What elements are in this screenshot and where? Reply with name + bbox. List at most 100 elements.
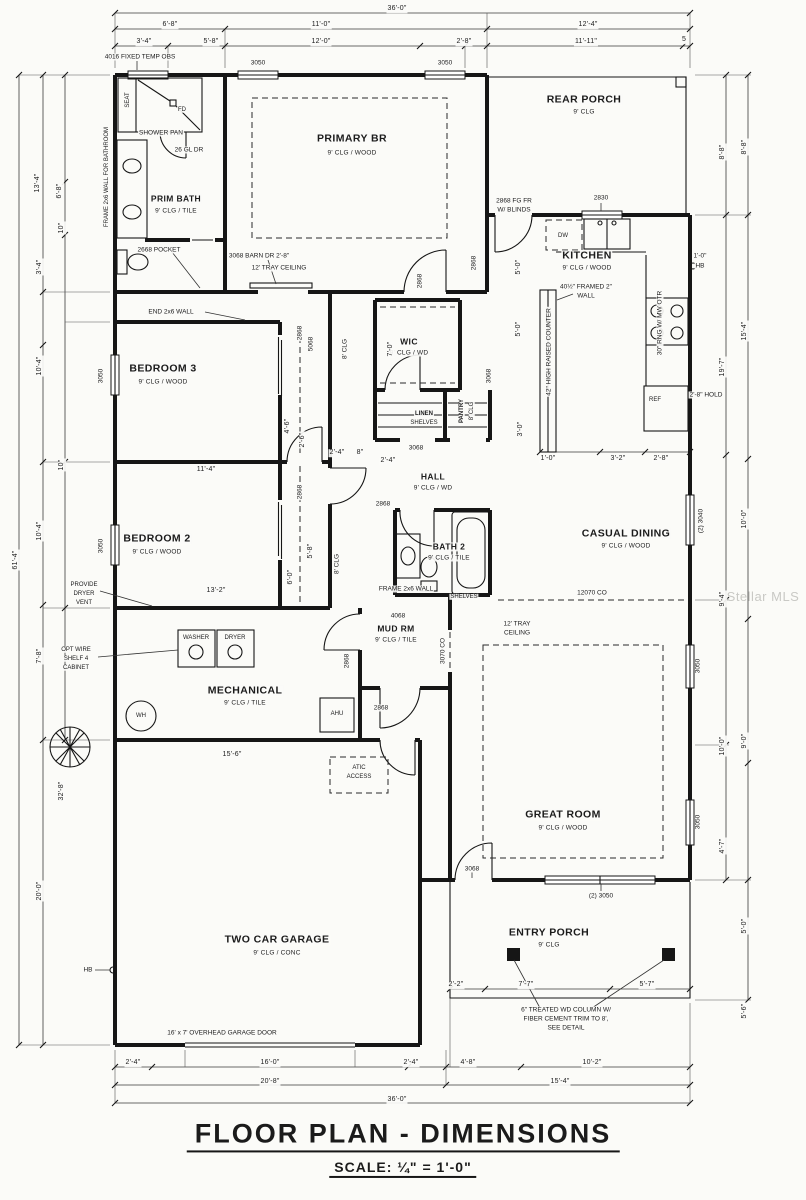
- note-shelves: SHELVES: [449, 593, 479, 601]
- room-spec-prim-bath: 9' CLG / TILE: [154, 207, 198, 215]
- door-callout: 2868: [416, 272, 424, 290]
- note-porch-door-2: W/ BLINDS: [496, 206, 532, 214]
- fan-symbol-icon: [49, 726, 91, 768]
- dimension-label: 2'-4": [124, 1059, 142, 1067]
- note-pocket-door: 2668 POCKET: [136, 246, 182, 254]
- note-glass-door: 26 GL DR: [173, 146, 205, 154]
- leader-lines-layer: [95, 61, 665, 1009]
- dimension-label: 36'-0": [386, 1096, 408, 1104]
- room-spec-great-room: 9' CLG / WOOD: [537, 824, 589, 832]
- dimension-label: 61'-4": [12, 549, 20, 571]
- note-framed-wall-1: 40½" FRAMED 2": [559, 283, 613, 291]
- dimension-label: 11'-11": [573, 38, 599, 46]
- water-heater-label: WH: [135, 712, 147, 720]
- note-tray-ceiling-great-2: CEILING: [502, 629, 532, 637]
- note-hose-bib-left: HB: [82, 966, 94, 974]
- room-label-bedroom3: BEDROOM 3: [128, 362, 198, 375]
- dimension-label: 4'-7": [719, 837, 727, 855]
- attic-access-box: [329, 756, 389, 794]
- door-callout: 3068: [485, 367, 493, 385]
- interior-walls-layer: [115, 75, 492, 880]
- door-callout: 3068: [463, 865, 481, 873]
- door-callout: 2868: [343, 652, 351, 670]
- dishwasher-outline: [545, 219, 583, 251]
- tray-ceiling-primary: [251, 97, 448, 239]
- note-opt-wire-2: SHELF 4: [62, 655, 90, 663]
- note-cased-opening-12070: 12070 CO: [576, 589, 608, 597]
- toilet-icon: [127, 253, 149, 271]
- note-fixed-obs-window: 4016 FIXED TEMP OBS: [103, 53, 177, 61]
- window-callout: 2830: [592, 194, 610, 202]
- dimension-label: 4'-8": [459, 1059, 477, 1067]
- dimension-label: 10": [58, 221, 66, 235]
- shower-seat-label: SEAT: [124, 91, 132, 109]
- note-shower-pan: SHOWER PAN: [138, 129, 184, 137]
- window-callout: 3050: [97, 537, 105, 555]
- note-hold: 2'-8" HOLD: [688, 391, 724, 399]
- dimension-label: 7'-7": [517, 981, 535, 989]
- dimension-label: 15'-4": [741, 320, 749, 342]
- floor-drain-icon: [169, 99, 177, 107]
- dimension-label: 3'-2": [609, 455, 627, 463]
- room-spec-mechanical: 9' CLG / TILE: [223, 699, 267, 707]
- dryer-label: DRYER: [223, 634, 247, 642]
- dimension-label: 13'-4": [34, 172, 42, 194]
- dimension-label: 12'-0": [310, 38, 332, 46]
- dimension-label: 5'-0": [515, 320, 523, 338]
- window-callout: 3050: [436, 59, 454, 67]
- room-label-mechanical: MECHANICAL: [206, 684, 284, 697]
- room-label-hall: HALL: [419, 471, 447, 482]
- room-spec-bedroom3: 9' CLG / WOOD: [137, 378, 189, 386]
- dimension-label: 10'-2": [581, 1059, 603, 1067]
- room-spec-rear-porch: 9' CLG: [572, 108, 596, 116]
- sink-icon: [122, 158, 142, 174]
- note-tray-ceiling-great-1: 12' TRAY: [502, 620, 532, 628]
- dishwasher-label: DW: [557, 232, 569, 240]
- dashed-features-layer: [251, 97, 688, 859]
- air-handler-label: AHU: [329, 710, 345, 718]
- room-label-entry-porch: ENTRY PORCH: [507, 926, 591, 939]
- dimension-label: 2'-8": [652, 455, 670, 463]
- note-overhead-garage-door: 16' x 7' OVERHEAD GARAGE DOOR: [166, 1029, 278, 1037]
- room-spec-pantry: 8' CLG: [468, 400, 476, 422]
- window-callout: (2) 3040: [697, 507, 705, 535]
- sink-icon: [400, 546, 416, 566]
- window-callout: 3050: [249, 59, 267, 67]
- note-hose-bib-dim: 1'-0": [692, 252, 708, 260]
- door-callout: 3068: [407, 444, 425, 452]
- door-callout: 2868: [372, 704, 390, 712]
- room-label-great-room: GREAT ROOM: [524, 808, 602, 821]
- note-attic-access-1: ATIC: [351, 764, 367, 772]
- dimension-label: 11'-0": [310, 21, 332, 29]
- note-framed-wall-2: WALL: [576, 292, 596, 300]
- drawing-scale: SCALE: ¼" = 1'-0": [329, 1159, 477, 1179]
- room-label-casual-dining: CASUAL DINING: [580, 527, 672, 540]
- note-raised-counter: 42" HIGH RAISED COUNTER: [545, 307, 553, 397]
- room-label-pantry: PANTRY: [458, 398, 466, 424]
- dimension-label: 13'-2": [205, 587, 227, 595]
- dimension-label: 5: [680, 36, 688, 44]
- room-label-bath2: BATH 2: [431, 541, 467, 552]
- room-label-kitchen: KITCHEN: [561, 249, 613, 262]
- note-column-2: FIBER CEMENT TRIM TO 8',: [522, 1015, 610, 1023]
- room-label-mud-rm: MUD RM: [376, 623, 416, 634]
- toilet-tank: [116, 249, 128, 275]
- ceiling-callout: 8' CLG: [333, 552, 341, 576]
- dimension-lines-layer: [15, 9, 752, 1107]
- dimension-label: 5'-7": [638, 981, 656, 989]
- door-callout: 2868: [374, 500, 392, 508]
- dimension-label: 7'-0": [387, 340, 395, 358]
- room-label-wic: WIC: [399, 336, 419, 347]
- door-swings-layer: [159, 131, 533, 1048]
- barn-door-panel: [249, 282, 313, 289]
- dimension-label: 8'-8": [741, 138, 749, 156]
- room-spec-kitchen: 9' CLG / WOOD: [561, 264, 613, 272]
- room-spec-casual-dining: 9' CLG / WOOD: [600, 542, 652, 550]
- air-handler: [319, 697, 355, 733]
- dimension-label: 5'-8": [307, 542, 315, 560]
- porch-outlines: [449, 76, 691, 999]
- dimension-label: 1'-0": [539, 455, 557, 463]
- window-callout: 3050: [97, 367, 105, 385]
- watermark: Stellar MLS: [726, 588, 800, 604]
